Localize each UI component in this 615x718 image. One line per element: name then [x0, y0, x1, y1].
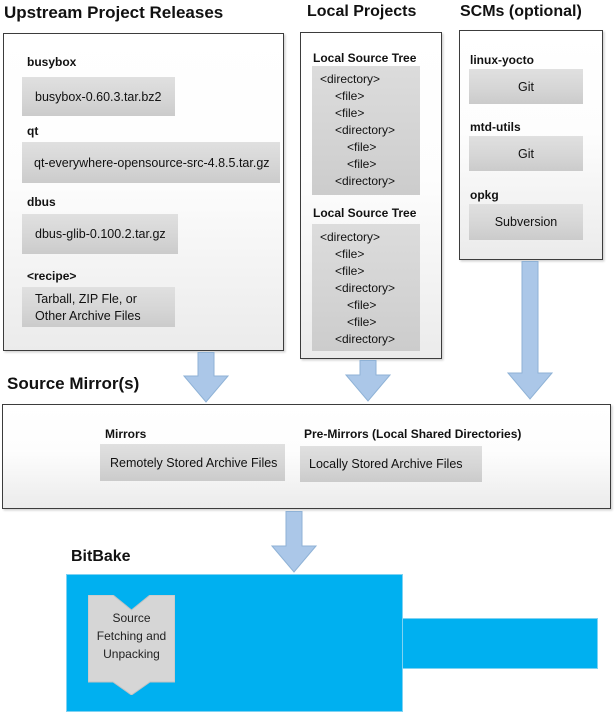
tree-line: <file>: [347, 315, 377, 329]
tree-line: <file>: [335, 264, 365, 278]
archive-file-box: busybox-0.60.3.tar.bz2: [22, 77, 175, 116]
tree-line: <file>: [335, 106, 365, 120]
archive-file-box: Tarball, ZIP Fle, or Other Archive Files: [22, 287, 175, 327]
down-arrow-icon: [183, 352, 229, 403]
tree-line: <directory>: [335, 281, 396, 295]
tree-line: <file>: [335, 247, 365, 261]
local-projects-title: Local Projects: [307, 3, 417, 20]
recipe-name-label: dbus: [27, 195, 56, 209]
tree-line: <file>: [347, 298, 377, 312]
tree-line: <file>: [347, 140, 377, 154]
scm-project-label: opkg: [470, 188, 499, 202]
scm-type-box: Subversion: [469, 204, 583, 240]
tree-line: <directory>: [335, 174, 396, 188]
mirrors-label: Mirrors: [105, 427, 147, 441]
archive-file-box: dbus-glib-0.100.2.tar.gz: [22, 214, 178, 254]
recipe-name-label: <recipe>: [27, 269, 77, 283]
premirrors-box: Locally Stored Archive Files: [300, 446, 482, 482]
bitbake-side-tab: [402, 618, 598, 669]
local-source-tree-label: Local Source Tree: [313, 51, 417, 65]
local-source-tree-label: Local Source Tree: [313, 206, 417, 220]
tree-line: <directory>: [335, 123, 396, 137]
down-arrow-icon: [271, 511, 317, 573]
scm-type-box: Git: [469, 69, 583, 104]
tree-line: <file>: [335, 89, 365, 103]
source-tree-box: <directory> <file> <file> <directory> <f…: [312, 224, 420, 351]
bitbake-title: BitBake: [71, 548, 131, 565]
tree-line: <directory>: [320, 72, 381, 86]
down-chevron-ribbon-icon: [88, 595, 175, 695]
down-arrow-icon: [345, 360, 391, 402]
tree-line: <directory>: [335, 332, 396, 346]
down-arrow-icon: [507, 261, 553, 400]
tree-line: <directory>: [320, 230, 381, 244]
scm-type-box: Git: [469, 136, 583, 171]
source-fetching-step-label: Source Fetching and Unpacking: [96, 611, 167, 661]
recipe-name-label: busybox: [27, 55, 77, 69]
archive-file-box: qt-everywhere-opensource-src-4.8.5.tar.g…: [22, 142, 280, 183]
recipe-name-label: qt: [27, 124, 39, 138]
source-mirrors-title: Source Mirror(s): [7, 374, 140, 393]
scms-title: SCMs (optional): [460, 3, 582, 20]
scm-project-label: linux-yocto: [470, 53, 535, 67]
scm-project-label: mtd-utils: [470, 120, 521, 134]
tree-line: <file>: [347, 157, 377, 171]
upstream-releases-title: Upstream Project Releases: [4, 3, 224, 22]
premirrors-label: Pre-Mirrors (Local Shared Directories): [304, 427, 522, 441]
source-tree-box: <directory> <file> <file> <directory> <f…: [312, 66, 420, 195]
mirrors-box: Remotely Stored Archive Files: [100, 444, 285, 481]
